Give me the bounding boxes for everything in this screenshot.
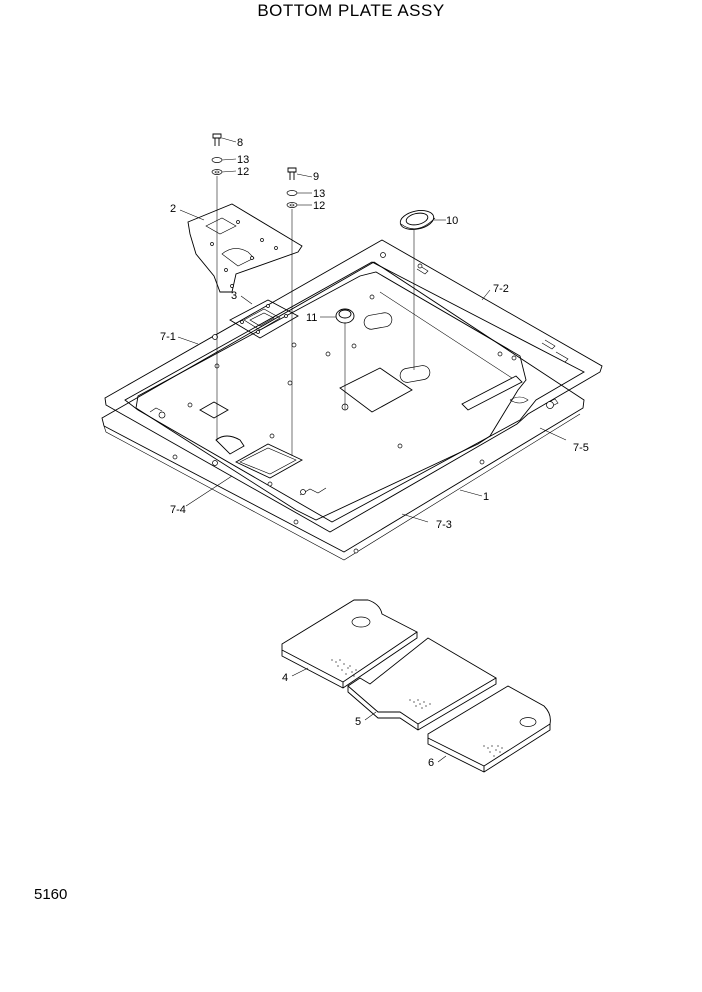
page-title: BOTTOM PLATE ASSY xyxy=(257,1,445,20)
part-frame xyxy=(104,239,603,533)
part-pad-5 xyxy=(347,637,497,731)
callout-labels: 8 13 12 9 13 12 2 3 7-1 10 11 7-2 7-5 1 … xyxy=(160,137,589,769)
part-plug xyxy=(335,308,355,410)
callout-12-right: 12 xyxy=(313,200,325,212)
callout-1: 1 xyxy=(483,491,489,503)
callout-4: 4 xyxy=(282,672,288,684)
callout-7-3: 7-3 xyxy=(436,519,452,531)
part-cover-plate xyxy=(229,299,299,339)
part-grommet xyxy=(399,210,436,370)
callout-13-left: 13 xyxy=(237,154,249,166)
callout-12-left: 12 xyxy=(237,166,249,178)
callout-7-1: 7-1 xyxy=(160,331,176,343)
leader-lines xyxy=(177,137,567,763)
callout-10: 10 xyxy=(446,215,458,227)
callout-11: 11 xyxy=(306,312,317,324)
stipple-texture xyxy=(331,659,503,757)
callout-3: 3 xyxy=(231,290,237,302)
part-bottom-plate xyxy=(101,261,585,561)
callout-5: 5 xyxy=(355,716,361,728)
fastener-stack-right xyxy=(286,167,298,456)
callout-9: 9 xyxy=(313,171,319,183)
callout-7-2: 7-2 xyxy=(493,283,509,295)
callout-7-4: 7-4 xyxy=(170,504,186,516)
callout-13-right: 13 xyxy=(313,188,325,200)
part-pad-6 xyxy=(427,685,551,773)
callout-6: 6 xyxy=(428,757,434,769)
part-pad-4 xyxy=(281,599,418,689)
callout-2: 2 xyxy=(170,203,176,215)
part-bracket xyxy=(187,203,303,293)
part-main-panel xyxy=(135,271,529,521)
callout-8: 8 xyxy=(237,137,243,149)
callout-7-5: 7-5 xyxy=(573,442,589,454)
fastener-stack-left xyxy=(211,133,223,440)
page-number: 5160 xyxy=(34,886,68,903)
